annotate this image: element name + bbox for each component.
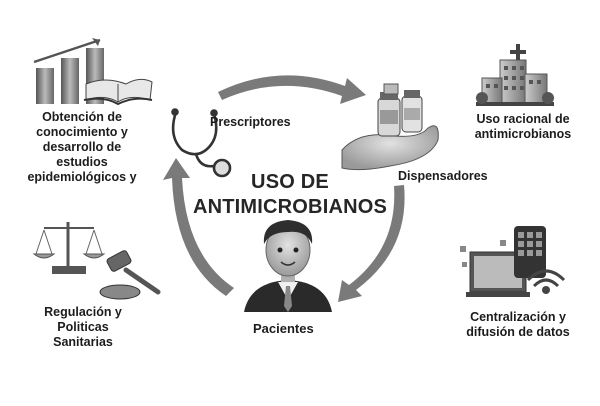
label-uso-racional-line: antimicrobianos <box>474 127 572 141</box>
devices-data-icon <box>460 226 566 297</box>
center-title-line-2: ANTIMICROBIANOS <box>192 196 388 218</box>
label-pacientes: Pacientes <box>253 321 314 336</box>
label-regulacion: Regulación y Politicas Sanitarias <box>28 305 138 350</box>
label-regulacion-line: Regulación y <box>44 305 122 319</box>
hospital-icon <box>476 44 554 106</box>
cycle-arrows <box>163 75 405 302</box>
label-centralizacion-line: Centralización y <box>470 310 566 324</box>
label-conocimiento-line: Obtención de <box>42 110 122 124</box>
label-centralizacion-line: difusión de datos <box>466 325 570 339</box>
label-prescriptores: Prescriptores <box>210 115 291 129</box>
label-uso-racional: Uso racional de antimicrobianos <box>458 112 588 142</box>
center-title: USO DE ANTIMICROBIANOS <box>190 170 390 220</box>
center-title-line-1: USO DE <box>251 171 329 193</box>
label-conocimiento: Obtención de conocimiento y desarrollo d… <box>12 110 152 185</box>
scales-gavel-icon <box>32 222 161 300</box>
arrow-pacientes-to-prescriptores <box>163 158 234 296</box>
bar-chart-book-icon <box>33 38 153 106</box>
label-regulacion-line: Sanitarias <box>53 335 113 349</box>
label-uso-racional-line: Uso racional de <box>476 112 570 126</box>
label-centralizacion: Centralización y difusión de datos <box>448 310 588 340</box>
label-conocimiento-line: estudios <box>56 155 108 169</box>
arrow-prescriptores-to-dispensadores <box>218 75 366 104</box>
label-conocimiento-line: epidemiológicos y <box>27 170 137 184</box>
patient-figure-icon <box>244 220 332 312</box>
label-conocimiento-line: conocimiento y <box>36 125 128 139</box>
hands-vials-icon <box>341 83 439 171</box>
arrow-dispensadores-to-pacientes <box>338 185 405 302</box>
stethoscope-icon <box>171 108 232 178</box>
label-conocimiento-line: desarrollo de <box>42 140 122 154</box>
label-dispensadores: Dispensadores <box>398 169 488 183</box>
label-regulacion-line: Politicas <box>57 320 109 334</box>
